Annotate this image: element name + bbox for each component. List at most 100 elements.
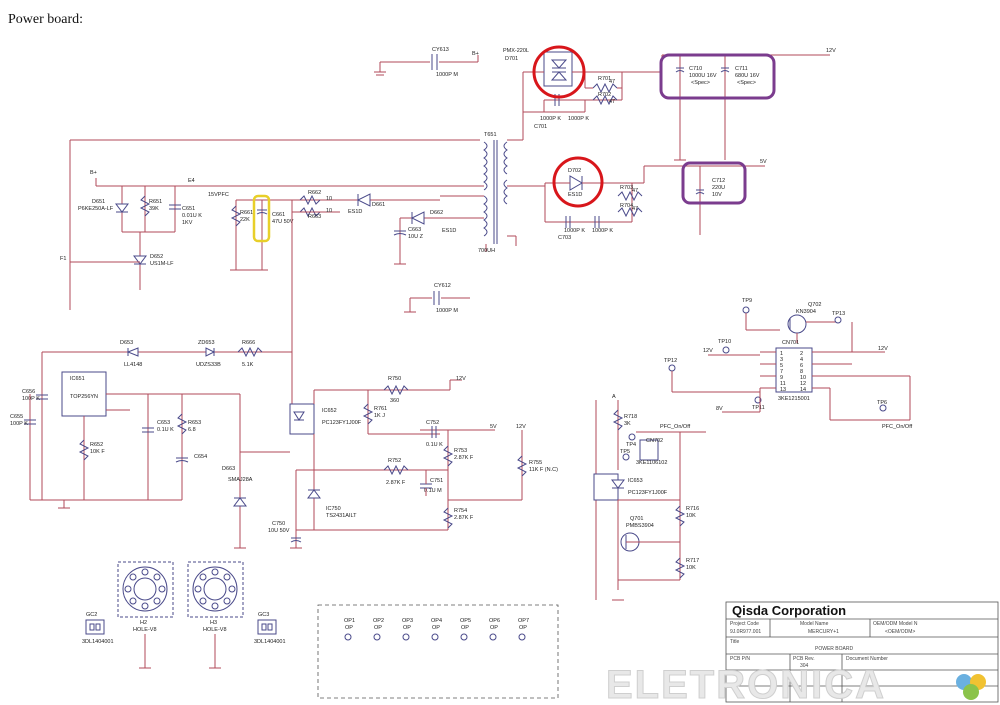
net-pfc-onoff-cn: PFC_On/Off (882, 424, 913, 430)
c752-value: 0.1U K (426, 442, 443, 448)
d651-ref: D651 (92, 199, 105, 205)
op-ref: OP2 (373, 618, 384, 624)
r662-ref: R662 (308, 190, 321, 196)
ic652-ref: IC652 (322, 408, 337, 414)
d653-ref: D653 (120, 340, 133, 346)
c711-ref: C711 (735, 66, 748, 72)
h3-value: HOLE-V8 (203, 627, 227, 633)
r653-value: 6.8 (188, 427, 196, 433)
primary-clamp-group: B+ D651 P6KE250A-LF R651 39K C651 0.01U … (60, 170, 480, 290)
cy613-ref: CY613 (432, 47, 449, 53)
cn701-ref: CN701 (782, 340, 799, 346)
gc2-value: 3DL1404001 (82, 639, 114, 645)
q702-ref: Q702 (808, 302, 821, 308)
ic652-part: PC123FY1J00F (322, 420, 362, 426)
zd653-ref: ZD653 (198, 340, 215, 346)
r666-ref: R666 (242, 340, 255, 346)
d702-group: D702 ES1D 1000P K 1000P K C703 R703 47 R… (544, 159, 767, 241)
c712-voltage: 10V (712, 192, 722, 198)
net-12v-top: 12V (826, 48, 836, 54)
c651-value: 0.01U K (182, 213, 202, 219)
r753-value: 2.87K F (454, 455, 474, 461)
net-f1: F1 (60, 256, 66, 262)
c651-ref: C651 (182, 206, 195, 212)
r663-ref: R663 (308, 214, 321, 220)
c710-ref: C710 (689, 66, 702, 72)
c752-ref: C752 (426, 420, 439, 426)
c663-ref: C663 (408, 227, 421, 233)
tp10-label: TP10 (718, 339, 731, 345)
cy612-value: 1000P M (436, 308, 458, 314)
net-5v-top: 5V (760, 159, 767, 165)
b-plus-top: B+ (472, 51, 479, 57)
tp6-label: TP6 (877, 400, 887, 406)
tb-pcb-pn-label: PCB P/N (730, 656, 750, 662)
h3-ref: H3 (210, 620, 217, 626)
d663-part: SMAJ28A (228, 477, 253, 483)
c750-ref: C750 (272, 521, 285, 527)
watermark: ELETRONICA (606, 663, 986, 705)
r717-value: 10K (686, 565, 696, 571)
gc2-ref: GC2 (86, 612, 97, 618)
d662-ref: D662 (430, 210, 443, 216)
ic750-ref: IC750 (326, 506, 341, 512)
gc3-value: 3DL1404001 (254, 639, 286, 645)
tp5-label: TP5 (620, 449, 630, 455)
c710-value: 1000U 16V (689, 73, 717, 79)
r702-ref: R702 (598, 92, 611, 98)
svg-text:4: 4 (800, 357, 803, 363)
h2-value: HOLE-V8 (133, 627, 157, 633)
op-value: OP (345, 625, 353, 631)
svg-text:5: 5 (780, 363, 783, 369)
op-pad (518, 633, 526, 641)
d663-ref: D663 (222, 466, 235, 472)
d701-group: PMX-220L D701 12V R701 47 R702 47 (503, 48, 836, 140)
op-value: OP (374, 625, 382, 631)
op-ref: OP5 (460, 618, 471, 624)
op-pad (489, 633, 497, 641)
r718-ref: R718 (624, 414, 637, 420)
d701-highlight-circle (532, 45, 586, 99)
net-8v: 8V (716, 406, 723, 412)
r663-value: 10 (326, 208, 332, 214)
op-pad (373, 633, 381, 641)
c701-value: 1000P K (540, 116, 561, 122)
c750-value: 10U 50V (268, 528, 290, 534)
tb-title-value: POWER BOARD (815, 646, 853, 652)
r717-ref: R717 (686, 558, 699, 564)
r716-ref: R716 (686, 506, 699, 512)
r701-ref: R701 (598, 76, 611, 82)
q702-part: KN3904 (796, 309, 816, 315)
op-pad (402, 633, 410, 641)
r755-ref: R755 (529, 460, 542, 466)
r652-ref: R652 (90, 442, 103, 448)
tp11-label: TP11 (752, 405, 765, 411)
ic653-part: PC123FY1J00F (628, 490, 668, 496)
cn701-part: 3KE1215001 (778, 396, 810, 402)
r753-ref: R753 (454, 448, 467, 454)
ic651-part: TOP256YN (70, 394, 98, 400)
t651-ref: T651 (484, 132, 497, 138)
c656-ref: C656 (22, 389, 35, 395)
c661-highlight-box (252, 194, 271, 243)
r703-ref: R703 (620, 185, 633, 191)
c703-value: 1000P K (564, 228, 585, 234)
r666-value: 5.1K (242, 362, 254, 368)
r704-ref: R704 (620, 203, 633, 209)
r754-ref: R754 (454, 508, 467, 514)
mounting-holes-group: H2 HOLE-V8 H3 HOLE-V8 GC2 3DL1404001 (82, 561, 286, 669)
pfc-onoff-group: A R718 3K PFC_On/Off TP4 CN702 3KE110610… (593, 394, 706, 601)
op-ref: OP3 (402, 618, 413, 624)
tp13-label: TP13 (832, 311, 845, 317)
r661-ref: R661 (240, 210, 253, 216)
company-name: Qisda Corporation (732, 603, 846, 618)
c656-value: 100P K (22, 396, 40, 402)
r755-value: 11K F (N.C) (529, 467, 558, 473)
op-value: OP (403, 625, 411, 631)
c712-ref: C712 (712, 178, 725, 184)
